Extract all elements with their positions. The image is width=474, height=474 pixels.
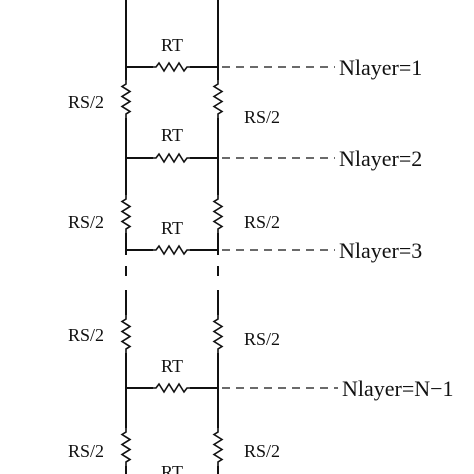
rs-resistor-left-2	[120, 195, 132, 233]
rs-label-left-4: RS/2	[68, 441, 104, 461]
rt-label-2: RT	[161, 125, 183, 145]
rs-resistor-right-3	[212, 315, 224, 353]
left-rail	[120, 0, 132, 474]
rs-resistor-right-1	[212, 80, 224, 118]
right-rail	[212, 0, 224, 474]
rs-label-left-1: RS/2	[68, 92, 104, 112]
rt-label-5: RT	[161, 462, 183, 474]
layer-label-2: Nlayer=2	[339, 146, 422, 171]
rt-label-1: RT	[161, 35, 183, 55]
rs-label-right-1: RS/2	[244, 107, 280, 127]
rs-resistor-left-4	[120, 428, 132, 466]
layer-label-1: Nlayer=1	[339, 55, 422, 80]
rt-rung-3	[126, 244, 218, 256]
rs-label-right-2: RS/2	[244, 212, 280, 232]
rs-resistor-left-3	[120, 315, 132, 353]
rs-label-right-4: RS/2	[244, 441, 280, 461]
rs-label-left-3: RS/2	[68, 325, 104, 345]
rt-rung-1	[126, 61, 218, 73]
rs-resistor-right-4	[212, 428, 224, 466]
rt-rung-4	[126, 382, 218, 394]
rs-label-right-3: RS/2	[244, 329, 280, 349]
rs-resistor-left-1	[120, 80, 132, 118]
rs-resistor-right-2	[212, 195, 224, 233]
rt-label-3: RT	[161, 218, 183, 238]
rs-label-left-2: RS/2	[68, 212, 104, 232]
rt-rung-2	[126, 152, 218, 164]
layer-label-3: Nlayer=3	[339, 238, 422, 263]
layer-label-4: Nlayer=N−1	[342, 376, 454, 401]
rt-label-4: RT	[161, 356, 183, 376]
